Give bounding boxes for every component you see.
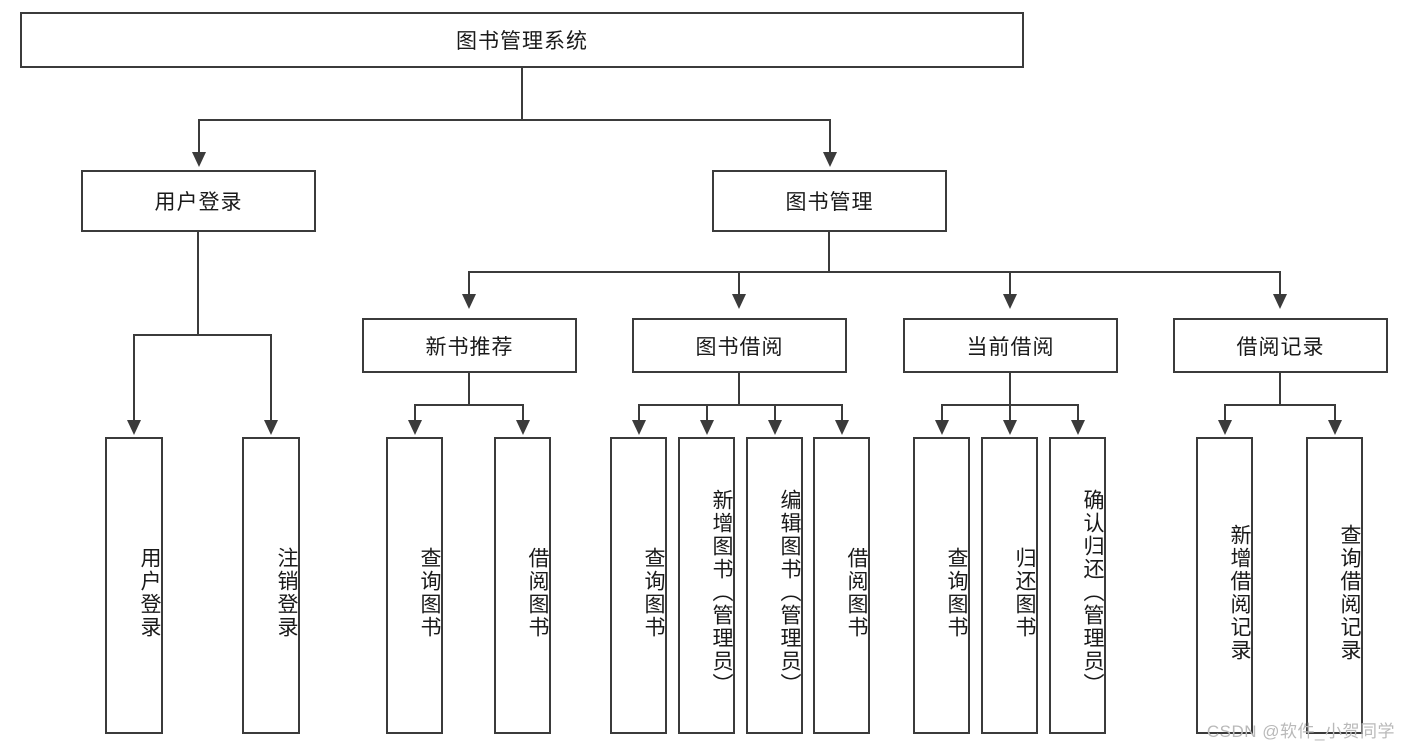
edge-root-stem [521, 68, 523, 120]
leaf-add-book-label: 新增图书（管理员） [710, 489, 733, 696]
edge-br-to-leaf-1 [1224, 404, 1226, 421]
edge-bb-to-leaf-1 [638, 404, 640, 421]
edge-bb-bus [638, 404, 842, 406]
arrow-bb-to-leaf-2 [700, 420, 714, 435]
arrow-root-to-user-login [192, 152, 206, 167]
leaf-query-record[interactable]: 查询借阅记录 [1306, 437, 1363, 734]
arrow-bm-to-book-borrow [732, 294, 746, 309]
leaf-edit-book-label: 编辑图书（管理员） [778, 489, 801, 696]
arrow-cb-to-leaf-3 [1071, 420, 1085, 435]
edge-nbr-stem [468, 373, 470, 405]
edge-cb-to-leaf-2 [1009, 404, 1011, 421]
edge-cb-stem [1009, 373, 1011, 405]
leaf-borrow-book-2[interactable]: 借阅图书 [813, 437, 870, 734]
watermark: CSDN @软件_小贺同学 [1206, 722, 1395, 741]
node-borrow-record-label: 借阅记录 [1236, 335, 1325, 359]
edge-cb-to-leaf-3 [1077, 404, 1079, 421]
edge-br-to-leaf-2 [1334, 404, 1336, 421]
edge-user-login-to-leaf-2 [270, 334, 272, 421]
node-book-manage[interactable]: 图书管理 [712, 170, 947, 232]
edge-book-manage-stem [828, 232, 830, 272]
leaf-borrow-book-1-label: 借阅图书 [526, 546, 549, 639]
leaf-user-login[interactable]: 用户登录 [105, 437, 163, 734]
node-new-book-recommend-label: 新书推荐 [425, 335, 514, 359]
leaf-return-book-label: 归还图书 [1013, 546, 1036, 639]
edge-cb-to-leaf-1 [941, 404, 943, 421]
edge-user-login-bus [133, 334, 271, 336]
arrow-bb-to-leaf-3 [768, 420, 782, 435]
edge-bm-to-new-book [468, 271, 470, 295]
leaf-query-book-1-label: 查询图书 [418, 546, 441, 639]
leaf-borrow-book-1[interactable]: 借阅图书 [494, 437, 551, 734]
node-user-login-label: 用户登录 [154, 191, 243, 214]
arrow-bb-to-leaf-4 [835, 420, 849, 435]
leaf-query-book-3-label: 查询图书 [945, 546, 968, 639]
node-current-borrow-label: 当前借阅 [966, 335, 1055, 359]
edge-bm-to-current-borrow [1009, 271, 1011, 295]
edge-bb-to-leaf-2 [706, 404, 708, 421]
edge-root-bus [198, 119, 830, 121]
edge-book-manage-bus [468, 271, 1280, 273]
leaf-return-book[interactable]: 归还图书 [981, 437, 1038, 734]
arrow-bm-to-borrow-record [1273, 294, 1287, 309]
edge-br-stem [1279, 373, 1281, 405]
leaf-borrow-book-2-label: 借阅图书 [845, 546, 868, 639]
node-book-borrow-label: 图书借阅 [695, 335, 784, 359]
edge-nbr-to-leaf-2 [522, 404, 524, 421]
arrow-bm-to-new-book [462, 294, 476, 309]
edge-bb-to-leaf-3 [774, 404, 776, 421]
node-borrow-record[interactable]: 借阅记录 [1173, 318, 1388, 373]
leaf-query-book-1[interactable]: 查询图书 [386, 437, 443, 734]
edge-bb-stem [738, 373, 740, 405]
arrow-cb-to-leaf-1 [935, 420, 949, 435]
leaf-query-book-2-label: 查询图书 [642, 546, 665, 639]
arrow-cb-to-leaf-2 [1003, 420, 1017, 435]
leaf-query-record-label: 查询借阅记录 [1338, 523, 1361, 662]
leaf-query-book-2[interactable]: 查询图书 [610, 437, 667, 734]
arrow-nbr-to-leaf-2 [516, 420, 530, 435]
edge-root-to-user-login [198, 119, 200, 153]
node-root[interactable]: 图书管理系统 [20, 12, 1024, 68]
leaf-add-record[interactable]: 新增借阅记录 [1196, 437, 1253, 734]
edge-nbr-to-leaf-1 [414, 404, 416, 421]
arrow-user-login-to-leaf-1 [127, 420, 141, 435]
leaf-add-book[interactable]: 新增图书（管理员） [678, 437, 735, 734]
node-book-borrow[interactable]: 图书借阅 [632, 318, 847, 373]
edge-user-login-stem [197, 232, 199, 335]
leaf-confirm-return[interactable]: 确认归还（管理员） [1049, 437, 1106, 734]
edge-nbr-bus [414, 404, 524, 406]
leaf-user-logout[interactable]: 注销登录 [242, 437, 300, 734]
node-user-login[interactable]: 用户登录 [81, 170, 316, 232]
edge-bb-to-leaf-4 [841, 404, 843, 421]
leaf-confirm-return-label: 确认归还（管理员） [1081, 489, 1104, 696]
node-root-label: 图书管理系统 [456, 30, 588, 53]
arrow-bb-to-leaf-1 [632, 420, 646, 435]
leaf-user-login-label: 用户登录 [138, 546, 161, 639]
arrow-nbr-to-leaf-1 [408, 420, 422, 435]
edge-bm-to-book-borrow [738, 271, 740, 295]
edge-bm-to-borrow-record [1279, 271, 1281, 295]
leaf-user-logout-label: 注销登录 [275, 546, 298, 639]
node-current-borrow[interactable]: 当前借阅 [903, 318, 1118, 373]
arrow-br-to-leaf-2 [1328, 420, 1342, 435]
leaf-query-book-3[interactable]: 查询图书 [913, 437, 970, 734]
edge-br-bus [1224, 404, 1336, 406]
edge-user-login-to-leaf-1 [133, 334, 135, 421]
arrow-bm-to-current-borrow [1003, 294, 1017, 309]
edge-root-to-book-manage [829, 119, 831, 153]
arrow-br-to-leaf-1 [1218, 420, 1232, 435]
leaf-edit-book[interactable]: 编辑图书（管理员） [746, 437, 803, 734]
arrow-root-to-book-manage [823, 152, 837, 167]
arrow-user-login-to-leaf-2 [264, 420, 278, 435]
node-new-book-recommend[interactable]: 新书推荐 [362, 318, 577, 373]
leaf-add-record-label: 新增借阅记录 [1228, 523, 1251, 662]
node-book-manage-label: 图书管理 [785, 191, 874, 214]
